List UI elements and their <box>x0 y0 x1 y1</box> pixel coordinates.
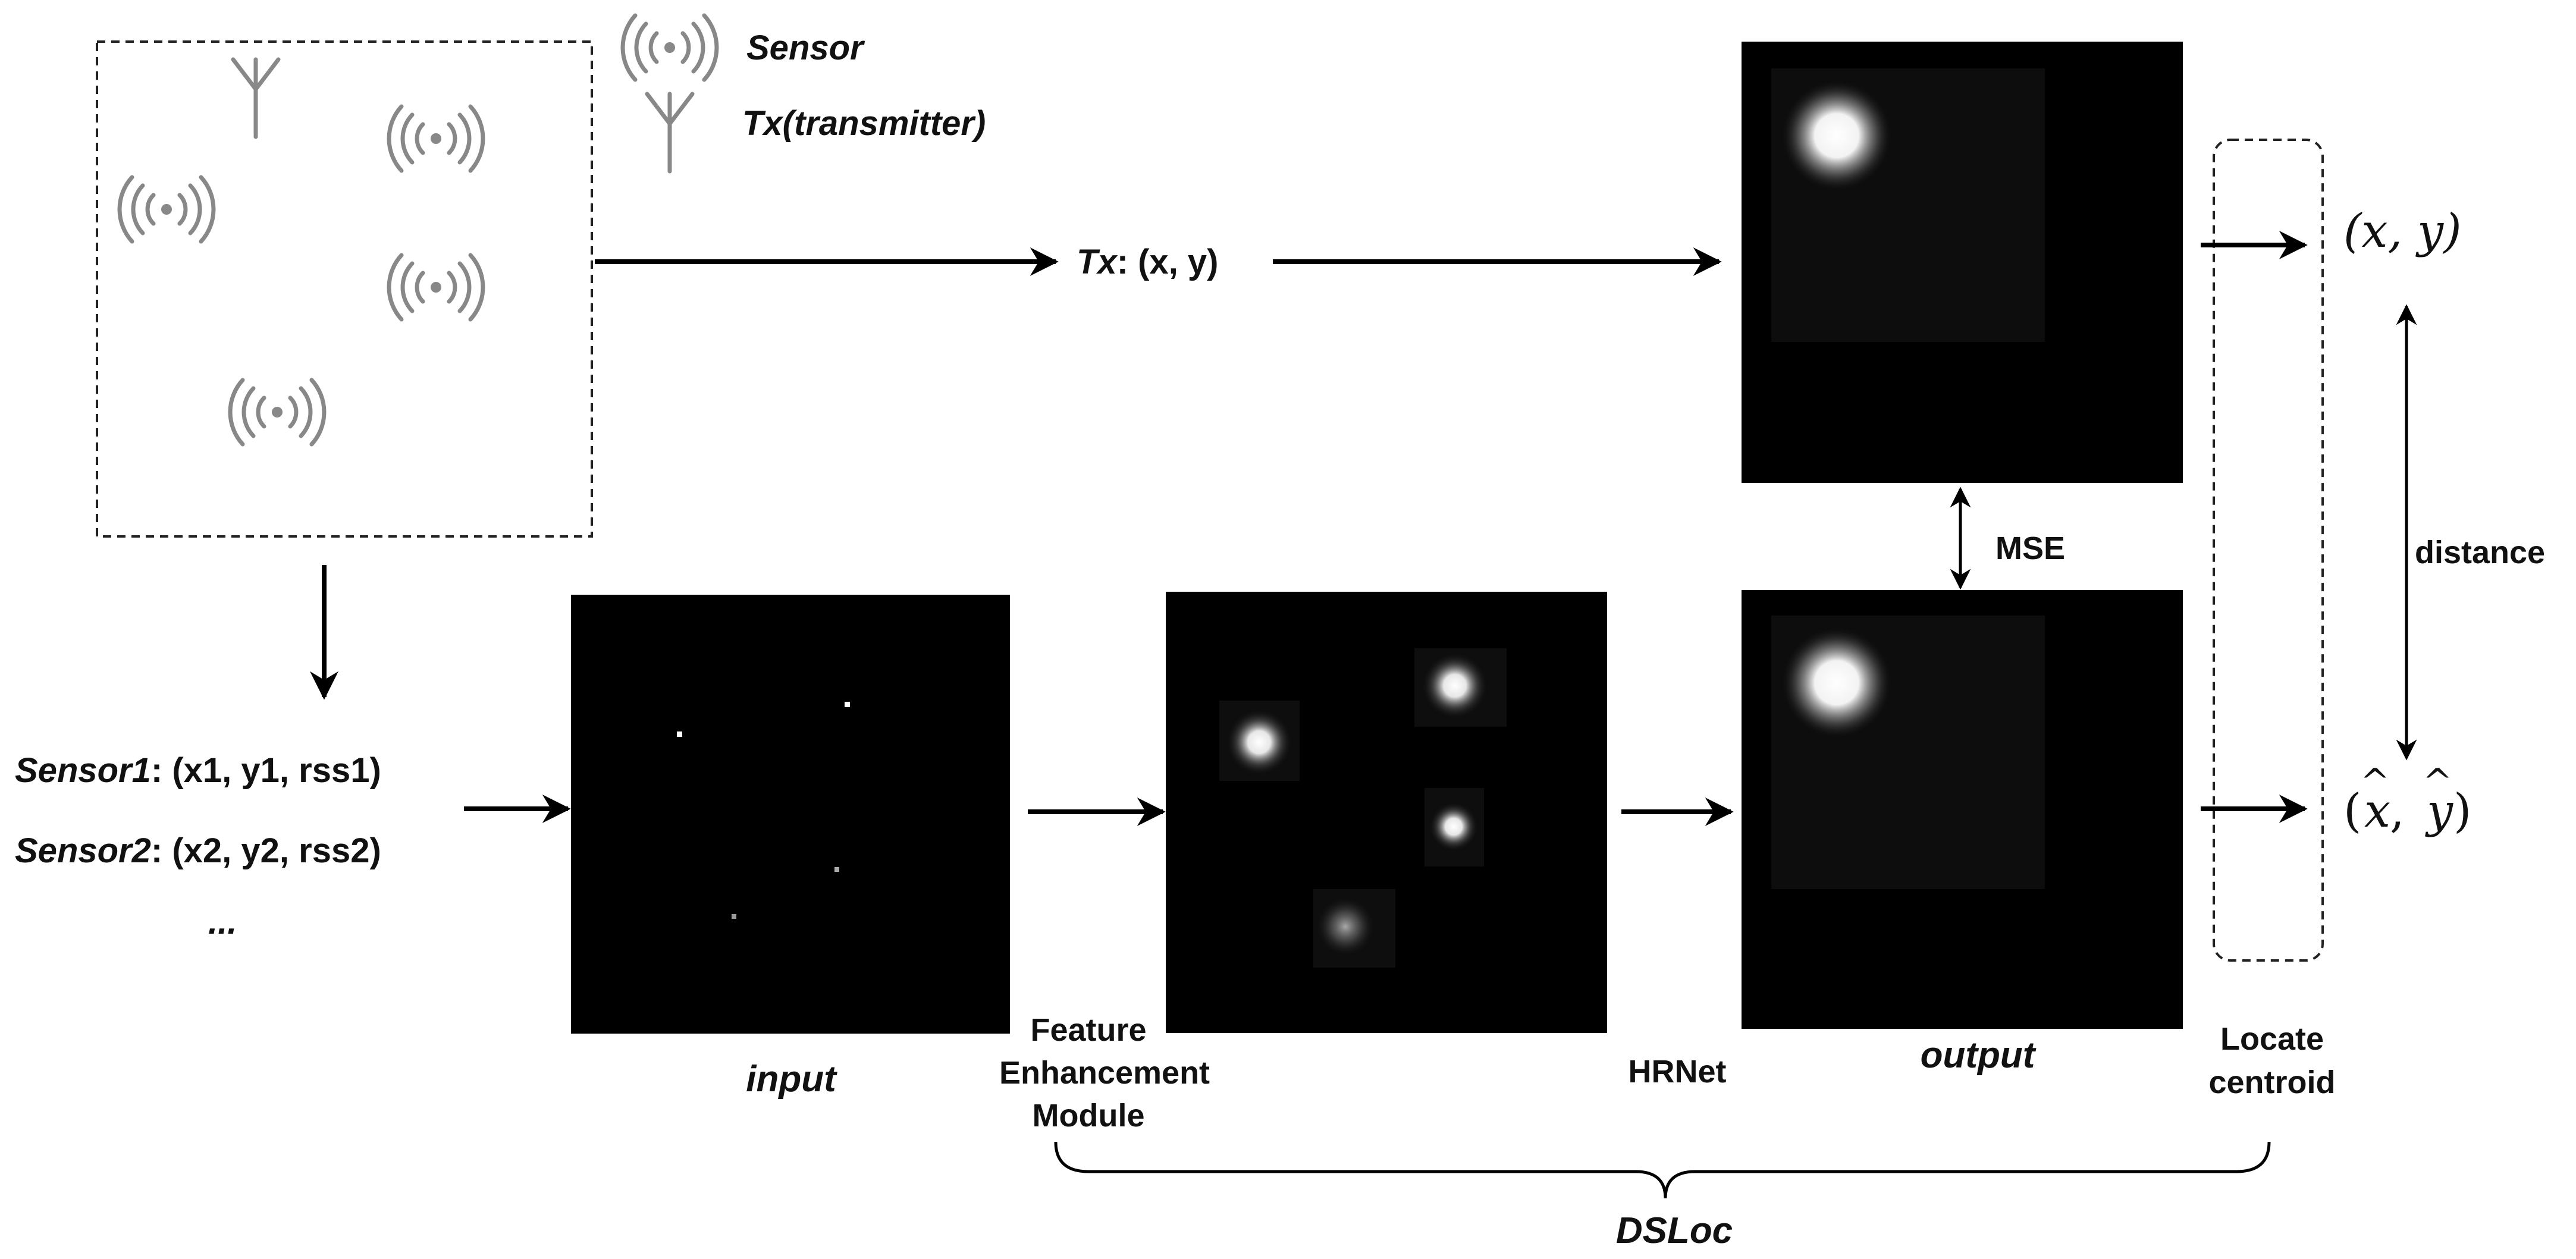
antenna-icon <box>233 59 278 137</box>
sensor-reading-ellipsis: ... <box>208 903 237 941</box>
svg-text:y: y <box>2425 784 2453 838</box>
feature-map-panel <box>1166 592 1607 1033</box>
sensor-readings: Sensor1: (x1, y1, rss1) Sensor2: (x2, y2… <box>15 751 381 941</box>
svg-text:Enhancement: Enhancement <box>999 1055 1210 1091</box>
sensor-reading-1: Sensor1: (x1, y1, rss1) <box>15 751 381 790</box>
legend-sensor-label: Sensor <box>746 29 865 67</box>
svg-text:centroid: centroid <box>2208 1065 2335 1100</box>
svg-text:^: ^ <box>2360 761 2390 803</box>
sensor-icon <box>623 15 717 80</box>
sensor-icon <box>230 380 324 444</box>
antenna-icon <box>647 94 692 171</box>
sensor-reading-2: Sensor2: (x2, y2, rss2) <box>15 831 381 870</box>
svg-text:,: , <box>2390 784 2405 838</box>
svg-text:(: ( <box>2343 784 2361 838</box>
mse-label: MSE <box>1995 530 2065 566</box>
sensor-icon <box>389 106 483 171</box>
dsloc-brace <box>1054 1141 2271 1199</box>
dsloc-label: DSLoc <box>1616 1210 1733 1251</box>
output-label: output <box>1921 1035 2037 1076</box>
output-heatmap <box>1742 590 2183 1029</box>
svg-text:^: ^ <box>2423 761 2452 803</box>
predicted-coord: ( x , y ) ^ ^ <box>2343 761 2471 838</box>
input-label: input <box>746 1059 837 1100</box>
legend-tx-label: Tx(transmitter) <box>742 104 986 143</box>
hrnet-label: HRNet <box>1628 1054 1726 1090</box>
feature-enhancement-label: Feature Enhancement Module <box>999 1012 1210 1134</box>
sensor-icon <box>389 255 483 319</box>
scene-area-box <box>96 40 593 538</box>
sensor-icon <box>120 177 214 241</box>
svg-text:Locate: Locate <box>2220 1021 2324 1057</box>
groundtruth-coord: (x, y) <box>2343 205 2462 258</box>
locate-centroid-label: Locate centroid <box>2208 1021 2335 1100</box>
input-panel <box>571 595 1010 1034</box>
svg-text:x: x <box>2364 784 2390 838</box>
locate-centroid-box <box>2213 139 2324 962</box>
distance-label: distance <box>2415 535 2545 570</box>
svg-text:Feature: Feature <box>1030 1012 1146 1048</box>
groundtruth-heatmap <box>1742 42 2183 483</box>
tx-label: Tx: (x, y) <box>1077 243 1219 281</box>
svg-text:Module: Module <box>1033 1098 1145 1134</box>
svg-text:): ) <box>2453 784 2471 838</box>
